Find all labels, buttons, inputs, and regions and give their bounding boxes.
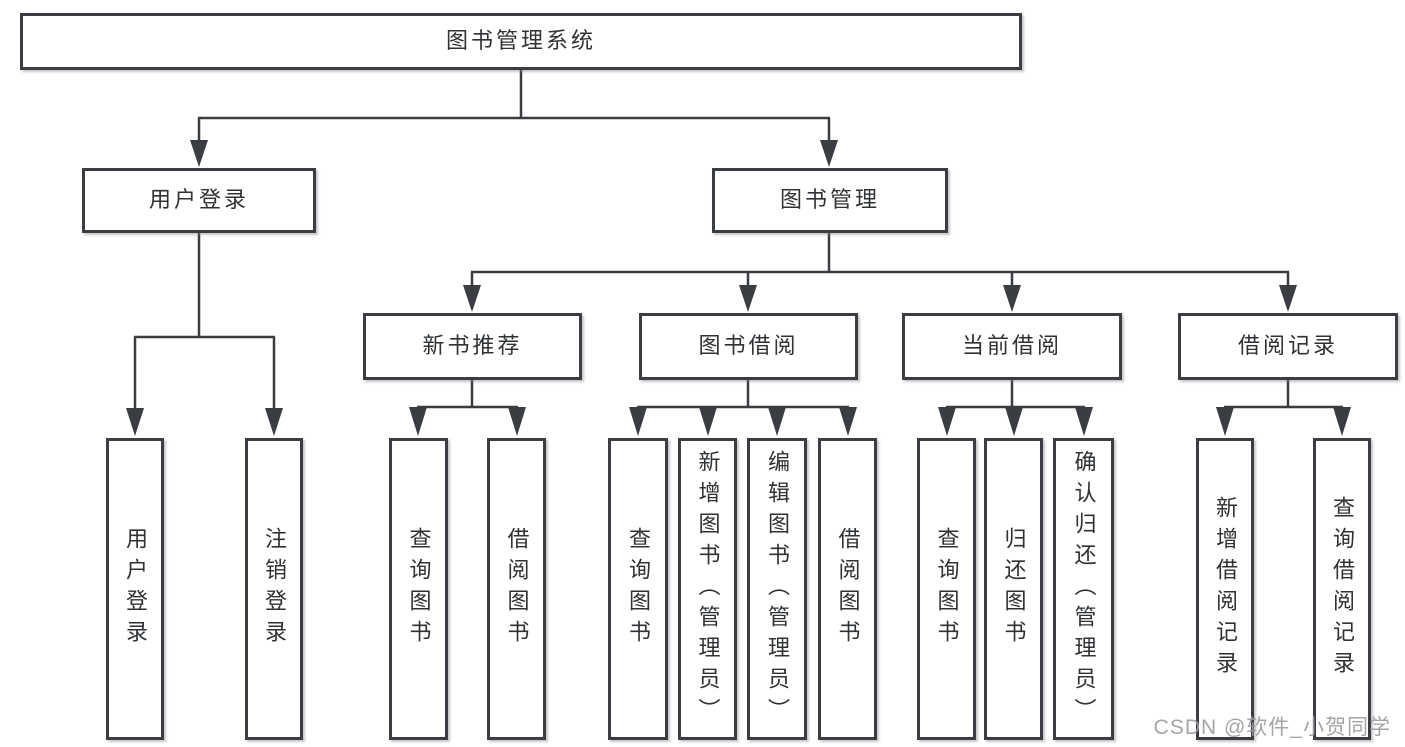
csdn-watermark: CSDN @软件_小贺同学: [1153, 716, 1391, 739]
node-label: 新增图书（管理员）: [695, 449, 721, 729]
connector-book-management-level3: [463, 233, 1297, 312]
node-new-book-recommend: 新书推荐: [363, 313, 582, 380]
node-label: 图书借阅: [698, 333, 799, 359]
node-label: 新增借阅记录: [1213, 496, 1238, 682]
node-label: 查询借阅记录: [1330, 496, 1355, 682]
connector-book-borrow-children: [629, 380, 857, 436]
node-label: 新书推荐: [422, 333, 523, 359]
leaf-borrow-query-books: 查询图书: [608, 438, 668, 740]
node-book-management: 图书管理: [712, 168, 948, 233]
node-label: 查询图书: [626, 527, 651, 651]
node-current-borrow: 当前借阅: [902, 313, 1122, 380]
node-label: 查询图书: [406, 527, 432, 651]
node-label: 归还图书: [1001, 527, 1027, 651]
leaf-logout-login: 注销登录: [245, 438, 303, 740]
node-label: 注销登录: [262, 527, 287, 651]
node-label: 图书管理: [779, 187, 880, 213]
node-label: 用户登录: [148, 187, 249, 213]
connector-new-book-recommend-children: [409, 380, 526, 436]
node-label: 借阅记录: [1237, 333, 1338, 359]
node-root-library-management-system: 图书管理系统: [20, 13, 1022, 70]
node-user-login: 用户登录: [82, 168, 316, 233]
connector-user-login-children: [126, 233, 283, 436]
node-label: 确认归还（管理员）: [1071, 449, 1097, 729]
node-label: 用户登录: [123, 527, 148, 651]
node-label: 图书管理系统: [445, 28, 596, 54]
leaf-current-return-books: 归还图书: [984, 438, 1043, 740]
leaf-recommend-query-books: 查询图书: [389, 438, 448, 740]
leaf-borrow-add-books-admin: 新增图书（管理员）: [678, 438, 737, 740]
leaf-borrow-borrow-books: 借阅图书: [818, 438, 877, 740]
leaf-user-login: 用户登录: [106, 438, 164, 740]
leaf-borrow-edit-books-admin: 编辑图书（管理员）: [747, 438, 807, 740]
node-label: 编辑图书（管理员）: [765, 449, 790, 729]
node-label: 借阅图书: [504, 527, 530, 651]
node-label: 借阅图书: [835, 527, 861, 651]
connector-root-to-level2: [190, 70, 838, 167]
node-label: 当前借阅: [961, 333, 1062, 359]
connector-borrow-records-children: [1216, 380, 1351, 436]
leaf-records-add-borrow-record: 新增借阅记录: [1196, 438, 1254, 740]
leaf-recommend-borrow-books: 借阅图书: [487, 438, 546, 740]
connector-current-borrow-children: [938, 380, 1093, 436]
leaf-current-confirm-return-admin: 确认归还（管理员）: [1053, 438, 1114, 740]
leaf-records-query-borrow-record: 查询借阅记录: [1313, 438, 1371, 740]
leaf-current-query-books: 查询图书: [917, 438, 976, 740]
node-book-borrow: 图书借阅: [639, 313, 858, 380]
node-label: 查询图书: [934, 527, 960, 651]
node-borrow-records: 借阅记录: [1178, 313, 1398, 380]
